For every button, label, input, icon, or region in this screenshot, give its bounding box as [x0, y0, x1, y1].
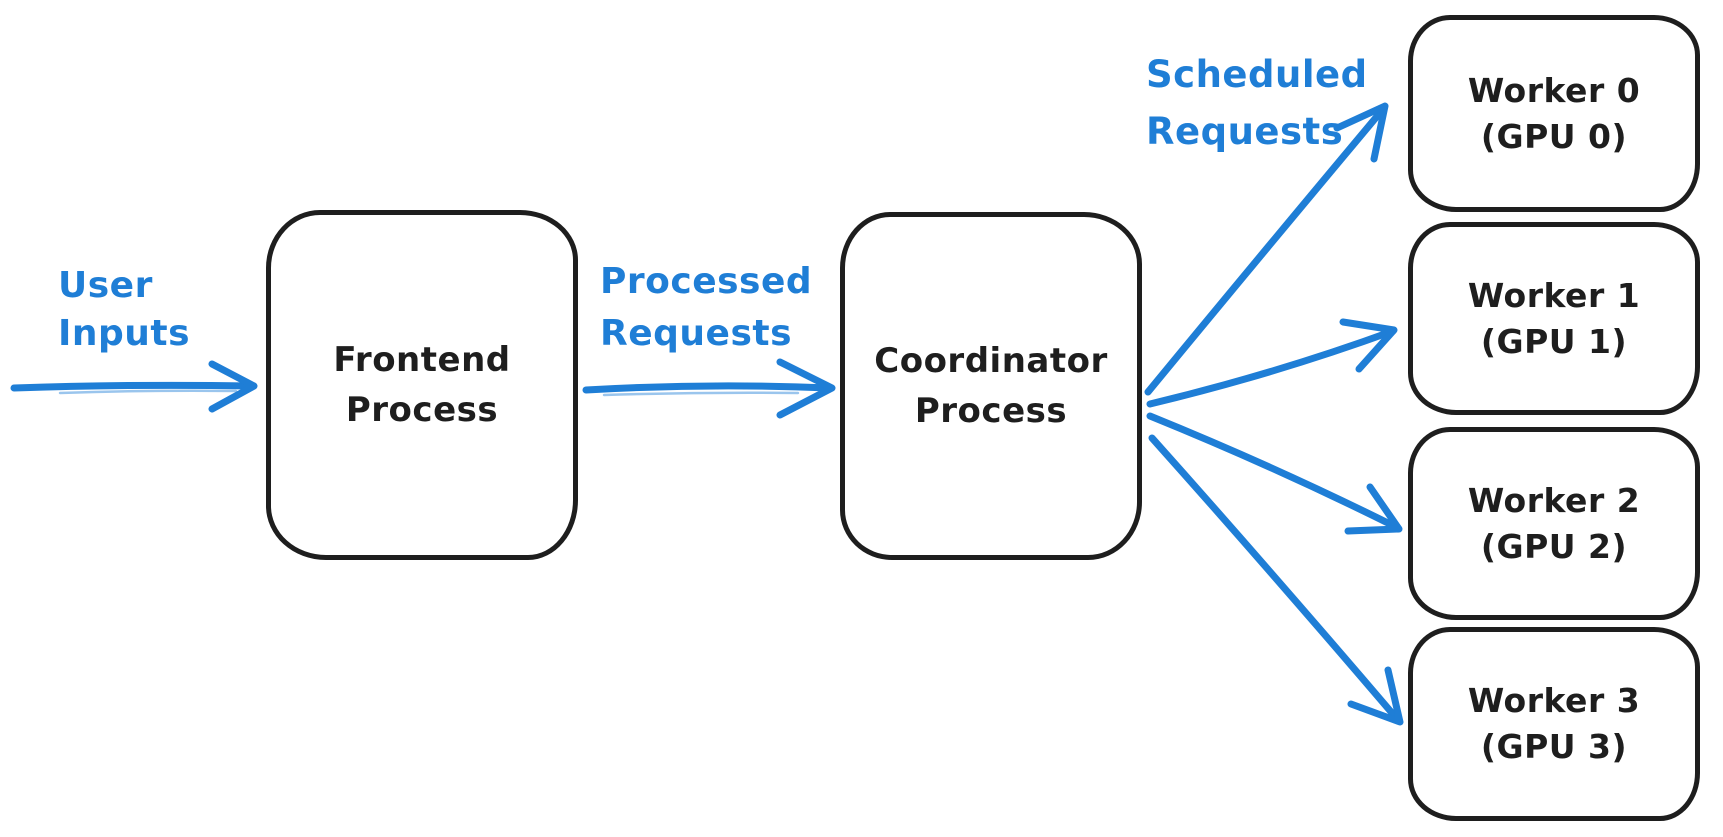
arrow-to-worker-1-shaft [1146, 327, 1397, 408]
arrow-processed-requests-shaft [582, 382, 834, 394]
arrow-to-worker-3-head [1347, 666, 1404, 726]
arrow-to-worker-2-shaft [1146, 412, 1402, 532]
node-coordinator-process: Coordinator Process [840, 212, 1142, 560]
node-worker-2: Worker 2 (GPU 2) [1408, 427, 1700, 620]
arrow-processed-requests-shaft-detail [602, 391, 800, 397]
frontend-process-label: Frontend Process [333, 340, 511, 430]
arrow-to-worker-0-shaft [1144, 104, 1388, 396]
arrow-to-worker-1-head [1339, 318, 1398, 373]
arrow-user-inputs-head [208, 360, 258, 413]
arrow-to-worker-2-head [1344, 483, 1403, 535]
node-frontend-process: Frontend Process [266, 210, 578, 560]
worker-1-label: Worker 1 (GPU 1) [1467, 275, 1641, 361]
arrow-to-worker-3-shaft [1148, 434, 1402, 724]
node-worker-3: Worker 3 (GPU 3) [1408, 627, 1700, 821]
node-worker-0: Worker 0 (GPU 0) [1408, 15, 1700, 212]
label-processed-requests: Processed Requests [600, 261, 813, 354]
label-user-inputs: User Inputs [58, 265, 191, 354]
worker-3-label: Worker 3 (GPU 3) [1467, 681, 1641, 766]
arrow-to-worker-0-head [1333, 102, 1389, 163]
coordinator-process-label: Coordinator Process [874, 341, 1108, 431]
label-scheduled-requests: Scheduled Requests [1146, 53, 1368, 153]
arrow-processed-requests-head [776, 358, 836, 419]
arrow-user-inputs-shaft [10, 381, 256, 392]
worker-0-label: Worker 0 (GPU 0) [1467, 70, 1641, 156]
worker-2-label: Worker 2 (GPU 2) [1467, 480, 1641, 566]
arrow-user-inputs-shaft-detail [58, 389, 238, 395]
node-worker-1: Worker 1 (GPU 1) [1408, 222, 1700, 415]
